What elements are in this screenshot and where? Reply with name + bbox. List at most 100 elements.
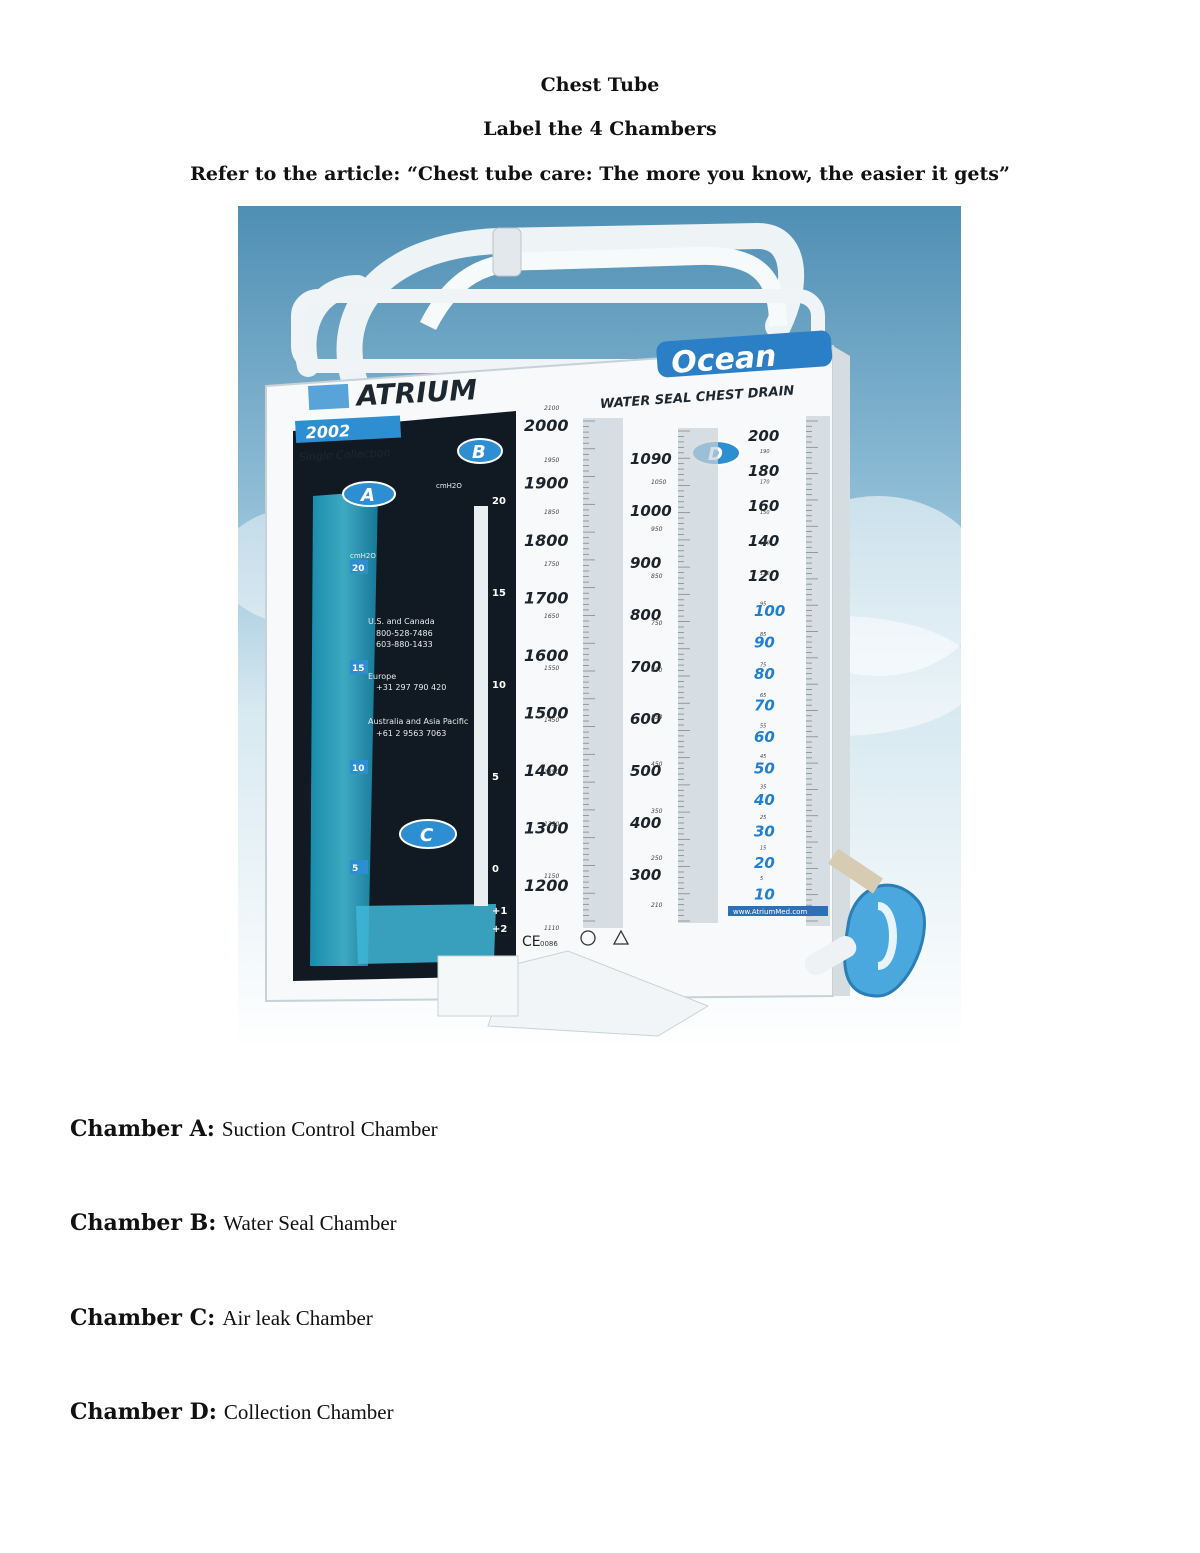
scale-label-col3: 180 [748, 462, 779, 480]
scale-minor-col3: 65 [760, 693, 766, 699]
marker-b: B [457, 438, 503, 464]
scale-label-col3-blue: 50 [754, 760, 775, 778]
suction-scale-label: 5 [352, 864, 358, 874]
chamber-answer-c: Chamber C: Air leak Chamber [70, 1305, 373, 1331]
scale-minor-col3: 55 [760, 724, 766, 730]
chamber-answer-b: Chamber B: Water Seal Chamber [70, 1210, 397, 1236]
ce-mark: CE [522, 934, 541, 950]
scale-label-col3-blue: 90 [754, 634, 775, 652]
marker-c: C [399, 819, 457, 849]
seal-unit-label: cmH2O [436, 482, 462, 490]
suction-unit-label: cmH2O [350, 552, 376, 560]
scale-minor-col2: 550 [651, 714, 663, 721]
scale-label-col1: 1500 [524, 704, 569, 723]
scale-label-col2: 1090 [630, 450, 672, 468]
seal-scale-label: 0 [492, 864, 499, 875]
scale-label-col2: 400 [629, 814, 661, 832]
scale-minor-col2: 450 [651, 761, 663, 768]
chamber-value: Collection Chamber [223, 1400, 394, 1424]
scale-label-col3-blue: 80 [754, 665, 775, 683]
model-subtitle: Single Collection [299, 446, 391, 464]
seal-scale-label: 15 [492, 588, 506, 599]
scale-label-col2: 1000 [630, 502, 672, 520]
scale-minor-col1: 1350 [544, 769, 559, 776]
no-reuse-icon [580, 930, 596, 946]
scale-label-col2: 300 [630, 866, 661, 884]
scale-label-col3-blue: 60 [754, 728, 775, 746]
scale-minor-col3: 15 [760, 846, 766, 852]
scale-label-col2: 600 [630, 710, 661, 728]
scale-label-col1: 1800 [524, 531, 569, 550]
scale-minor-col1: 2100 [544, 405, 559, 412]
suction-scale-label: 20 [352, 564, 365, 574]
svg-text:A: A [359, 485, 375, 506]
scale-label-col1: 1200 [524, 876, 569, 895]
svg-text:C: C [420, 825, 434, 846]
scale-minor-col3: 95 [760, 602, 766, 608]
scale-label-col3-blue: 10 [754, 886, 775, 904]
scale-label-col3: 140 [748, 532, 779, 550]
scale-minor-col3: 5 [760, 876, 763, 882]
seal-scale-label: 5 [492, 772, 499, 783]
scale-label-col2: 700 [630, 658, 661, 676]
svg-text:+31 297 790 420: +31 297 790 420 [376, 683, 446, 692]
scale-label-col1: 2000 [524, 416, 569, 435]
contact-info: U.S. and Canada 800-528-7486 603-880-143… [368, 617, 468, 738]
chamber-answer-d: Chamber D: Collection Chamber [70, 1399, 394, 1425]
scale-label-col3: 120 [748, 567, 779, 585]
scale-minor-col2: 250 [651, 855, 663, 862]
scale-label-col2: 500 [630, 762, 661, 780]
blue-clamp [805, 848, 926, 998]
chamber-label: Chamber A: [70, 1116, 215, 1142]
chamber-value: Suction Control Chamber [221, 1117, 438, 1141]
scale-minor-col2: 950 [651, 526, 663, 533]
scale-label-col1: 1700 [524, 589, 569, 608]
suction-scale-label: 10 [352, 764, 365, 774]
scale-minor-col1: 1950 [544, 457, 559, 464]
chamber-label: Chamber C: [70, 1305, 216, 1331]
scale-minor-col3: 85 [760, 632, 766, 638]
scale-minor-col2: 850 [651, 573, 663, 580]
scale-minor-col2: 750 [651, 620, 663, 627]
suction-scale-box [350, 660, 368, 674]
scale-minor-col2: 350 [651, 808, 663, 815]
scale-minor-col3: 130 [760, 541, 770, 547]
scale-minor-col2: 210 [651, 902, 663, 909]
brand-logo: ATRIUM [354, 373, 478, 412]
suction-scale-box [350, 760, 368, 774]
warning-icon [612, 929, 630, 945]
marker-a: A [342, 481, 396, 507]
scale-minor-col1: 1450 [544, 717, 559, 724]
product-logo: Ocean [670, 339, 777, 381]
seal-scale-label: +1 [492, 906, 507, 917]
scale-label-col3-blue: 30 [754, 823, 775, 841]
scale-minor-col1: 1650 [544, 613, 559, 620]
scale-label-col1: 1300 [524, 819, 569, 838]
scale-minor-col2: 650 [651, 667, 663, 674]
suction-scale-box [350, 860, 368, 874]
scale-label-col3-blue: 20 [754, 854, 775, 872]
suction-scale-box [350, 560, 368, 574]
scale-label-col3: 160 [748, 497, 779, 515]
page-instruction: Refer to the article: “Chest tube care: … [190, 163, 1010, 185]
scale-label-col2: 900 [630, 554, 661, 572]
scale-minor-col1: 1750 [544, 561, 559, 568]
model-number: 2002 [305, 421, 350, 442]
scale-label-col3-blue: 70 [754, 697, 775, 715]
scale-label-col2: 800 [630, 606, 661, 624]
scale-label-col1: 1400 [524, 761, 569, 780]
svg-text:603-880-1433: 603-880-1433 [376, 640, 433, 649]
scale-minor-col1: 1250 [544, 821, 559, 828]
scale-label-col3-blue: 40 [753, 791, 775, 809]
chamber-label: Chamber B: [70, 1210, 217, 1236]
scale-minor-col2: 1050 [651, 479, 666, 486]
ce-code: 0086 [540, 940, 558, 948]
chamber-label: Chamber D: [70, 1399, 217, 1425]
scale-minor-col3: 150 [760, 510, 770, 516]
svg-text:800-528-7486: 800-528-7486 [376, 629, 433, 638]
scale-label-col3: 200 [748, 427, 779, 445]
scale-minor-col3: 45 [760, 754, 766, 760]
scale-minor-col3: 190 [760, 449, 770, 455]
scale-minor-col3: 35 [760, 785, 766, 791]
chamber-answer-a: Chamber A: Suction Control Chamber [70, 1116, 438, 1142]
